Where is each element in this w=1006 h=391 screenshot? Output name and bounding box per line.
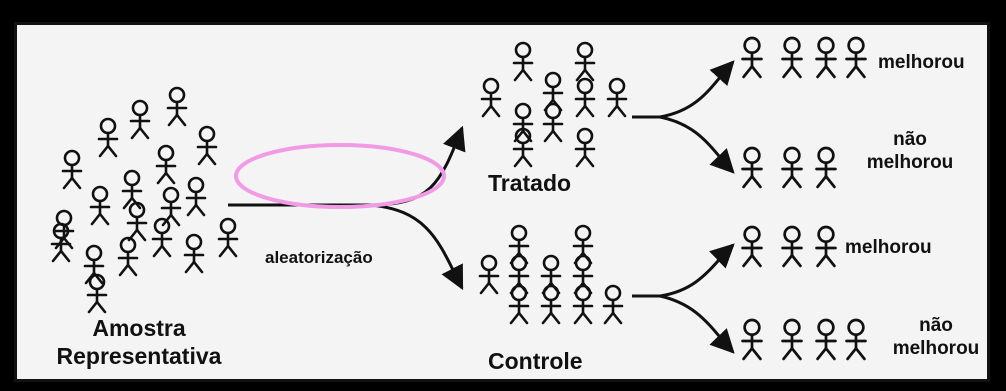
control-not-improved-person-0 xyxy=(741,318,763,361)
control-person-9 xyxy=(540,284,562,325)
sample-person-12 xyxy=(183,233,205,274)
treated-person-8 xyxy=(574,127,596,168)
control-person-1 xyxy=(572,224,594,265)
sample-person-6 xyxy=(121,169,143,210)
sample-person-4 xyxy=(155,144,177,185)
sample-person-17 xyxy=(160,186,182,227)
control-improved-label: melhorou xyxy=(845,237,932,258)
treated-person-4 xyxy=(574,77,596,118)
control-improved-person-1 xyxy=(781,225,803,268)
treated-improved-person-3 xyxy=(845,36,867,79)
control-person-4 xyxy=(508,254,530,295)
treated-improved-label: melhorou xyxy=(878,52,965,73)
sample-person-5 xyxy=(61,149,83,190)
control-not-improved-person-3 xyxy=(845,318,867,361)
control-person-3 xyxy=(540,254,562,295)
control-person-2 xyxy=(478,254,500,295)
control-not-improved-person-2 xyxy=(815,318,837,361)
treated-person-0 xyxy=(512,41,534,82)
arrow-to-treated xyxy=(369,125,466,207)
control-person-0 xyxy=(508,224,530,265)
treated-improved-person-0 xyxy=(741,36,763,79)
sample-person-13 xyxy=(117,236,139,277)
control-not-improved-label: não melhorou xyxy=(892,315,980,359)
sample-person-2 xyxy=(97,117,119,158)
treated-not-improved-person-1 xyxy=(781,146,803,189)
sample-person-0 xyxy=(166,86,188,127)
highlight-ellipse xyxy=(234,143,446,209)
control-improved-person-0 xyxy=(741,225,763,268)
arrow-control-improved xyxy=(659,243,735,298)
treated-not-improved-person-0 xyxy=(741,146,763,189)
treated-not-improved-label: não melhorou xyxy=(866,129,954,173)
control-person-7 xyxy=(508,284,530,325)
control-person-8 xyxy=(572,284,594,325)
stick-figures xyxy=(50,36,867,361)
control-improved-person-2 xyxy=(815,225,837,268)
sample-label: Amostra Representativa xyxy=(56,315,222,369)
treated-person-9 xyxy=(512,127,534,168)
treated-improved-person-2 xyxy=(815,36,837,79)
sample-person-10 xyxy=(151,217,173,258)
treated-not-improved-person-2 xyxy=(815,146,837,189)
sample-person-3 xyxy=(196,125,218,166)
treated-person-5 xyxy=(606,77,628,118)
control-not-improved-person-1 xyxy=(781,318,803,361)
arrow-treated-not-improved xyxy=(659,115,735,174)
treated-label: Tratado xyxy=(488,170,572,196)
arrow-to-control xyxy=(369,203,464,291)
control-person-5 xyxy=(572,254,594,295)
treated-person-1 xyxy=(574,41,596,82)
sample-person-15 xyxy=(50,222,72,263)
arrow-control-not-improved xyxy=(659,294,735,354)
randomization-label: aleatorização xyxy=(265,248,373,267)
treated-improved-person-1 xyxy=(781,36,803,79)
sample-person-1 xyxy=(129,99,151,140)
sample-person-8 xyxy=(89,185,111,226)
sample-person-14 xyxy=(83,244,105,285)
control-person-6 xyxy=(602,284,624,325)
sample-person-11 xyxy=(217,217,239,258)
diagram-panel xyxy=(14,22,990,382)
arrow-treated-improved xyxy=(659,60,735,119)
sample-person-9 xyxy=(53,209,75,250)
sample-person-7 xyxy=(185,176,207,217)
sample-person-16 xyxy=(126,201,148,242)
treated-person-7 xyxy=(542,102,564,143)
control-label: Controle xyxy=(488,348,583,374)
treated-person-3 xyxy=(480,77,502,118)
sample-person-18 xyxy=(86,273,108,314)
